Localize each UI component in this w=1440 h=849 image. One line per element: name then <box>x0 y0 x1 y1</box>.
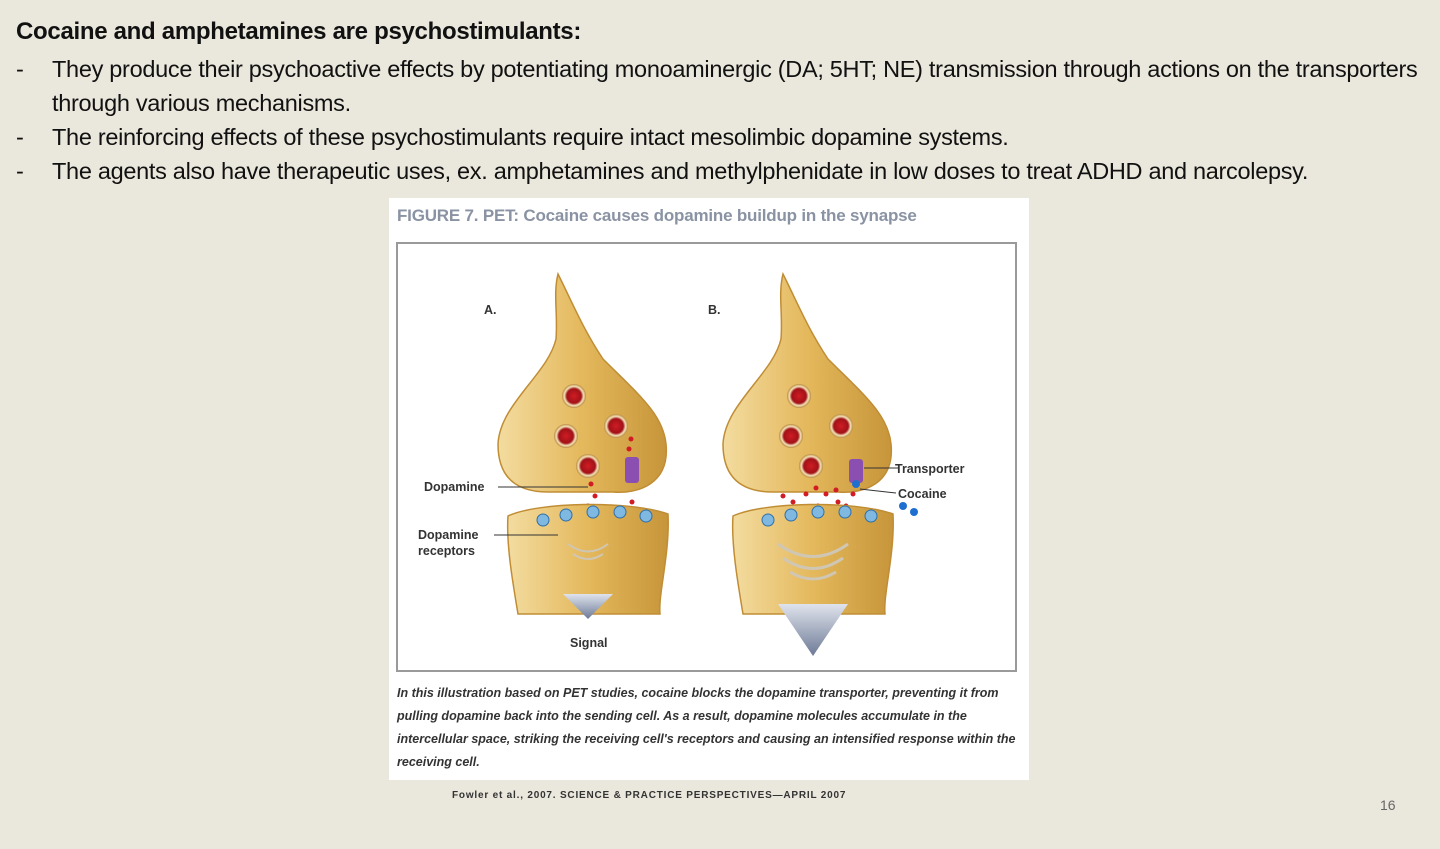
vesicle <box>799 454 823 478</box>
bullet-text: They produce their psychoactive effects … <box>52 56 1418 116</box>
cocaine-bound <box>852 480 860 488</box>
dopamine-receptors-a <box>536 505 653 527</box>
signal-waves-a <box>567 543 609 560</box>
signal-arrow-a <box>563 594 613 619</box>
bullet-marker: - <box>16 124 24 150</box>
vesicle <box>829 414 853 438</box>
signal-waves-b <box>777 542 849 581</box>
bullet-item: - They produce their psychoactive effect… <box>16 52 1426 120</box>
vesicle <box>576 454 600 478</box>
bullet-marker: - <box>16 56 24 82</box>
slide-heading: Cocaine and amphetamines are psychostimu… <box>16 18 582 45</box>
bullet-item: - The agents also have therapeutic uses,… <box>16 154 1426 188</box>
figure-source: Fowler et al., 2007. SCIENCE & PRACTICE … <box>452 790 847 801</box>
panel-b: B. <box>708 271 965 656</box>
bullet-marker: - <box>16 158 24 184</box>
bullet-text: The agents also have therapeutic uses, e… <box>52 158 1309 184</box>
signal-arrow-b <box>778 604 848 656</box>
panel-a-label: A. <box>484 303 497 317</box>
postsynaptic-neuron-b <box>731 503 894 615</box>
synapse-figure: FIGURE 7. PET: Cocaine causes dopamine b… <box>389 198 1029 780</box>
page-number: 16 <box>1380 797 1396 813</box>
dopamine-receptors-label-line2: receptors <box>418 544 475 558</box>
presynaptic-neuron-a <box>497 271 667 493</box>
cocaine-label: Cocaine <box>898 487 947 501</box>
transporter-a <box>625 457 639 483</box>
dopamine-receptors-label-line1: Dopamine <box>418 528 478 542</box>
vesicle <box>604 414 628 438</box>
signal-label: Signal <box>570 636 608 650</box>
figure-illustration: A. <box>396 242 1017 672</box>
dopamine-label: Dopamine <box>424 480 484 494</box>
panel-a: A. <box>418 271 669 650</box>
transporter-b <box>849 459 863 483</box>
cocaine-molecules <box>899 502 918 516</box>
vesicle <box>787 384 811 408</box>
synapse-illustration: A. <box>418 271 965 656</box>
figure-caption: In this illustration based on PET studie… <box>397 686 1016 769</box>
figure-title: FIGURE 7. PET: Cocaine causes dopamine b… <box>397 206 917 225</box>
vesicle <box>562 384 586 408</box>
panel-b-label: B. <box>708 303 721 317</box>
vesicle <box>779 424 803 448</box>
vesicle <box>554 424 578 448</box>
dopamine-receptors-b <box>761 505 878 527</box>
transporter-label: Transporter <box>895 462 965 476</box>
bullet-list: - They produce their psychoactive effect… <box>16 52 1426 188</box>
bullet-text: The reinforcing effects of these psychos… <box>52 124 1009 150</box>
bullet-item: - The reinforcing effects of these psych… <box>16 120 1426 154</box>
